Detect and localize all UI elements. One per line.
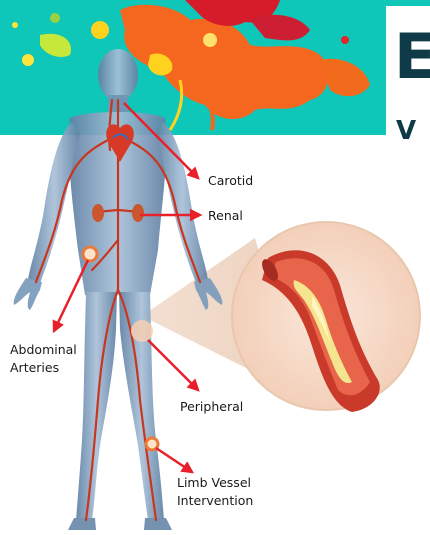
peripheral-arrow: [148, 340, 198, 390]
label-limb-line2: Intervention: [177, 492, 253, 509]
label-peripheral: Peripheral: [180, 398, 243, 415]
header-banner: [0, 0, 430, 135]
page-title-fragment: E: [394, 26, 430, 88]
label-abdominal-line2: Arteries: [10, 359, 59, 376]
abdominal-marker: [83, 247, 97, 261]
limb-arrow: [156, 448, 192, 472]
label-limb-line1: Limb Vessel: [177, 474, 251, 491]
page-subtitle-fragment: V: [396, 116, 416, 146]
label-renal: Renal: [208, 207, 243, 224]
abdominal-arrow: [54, 260, 88, 331]
label-carotid: Carotid: [208, 172, 253, 189]
label-abdominal-line1: Abdominal: [10, 341, 77, 358]
knee-marker: [131, 320, 153, 342]
artery-zoom-circle: [232, 222, 420, 412]
